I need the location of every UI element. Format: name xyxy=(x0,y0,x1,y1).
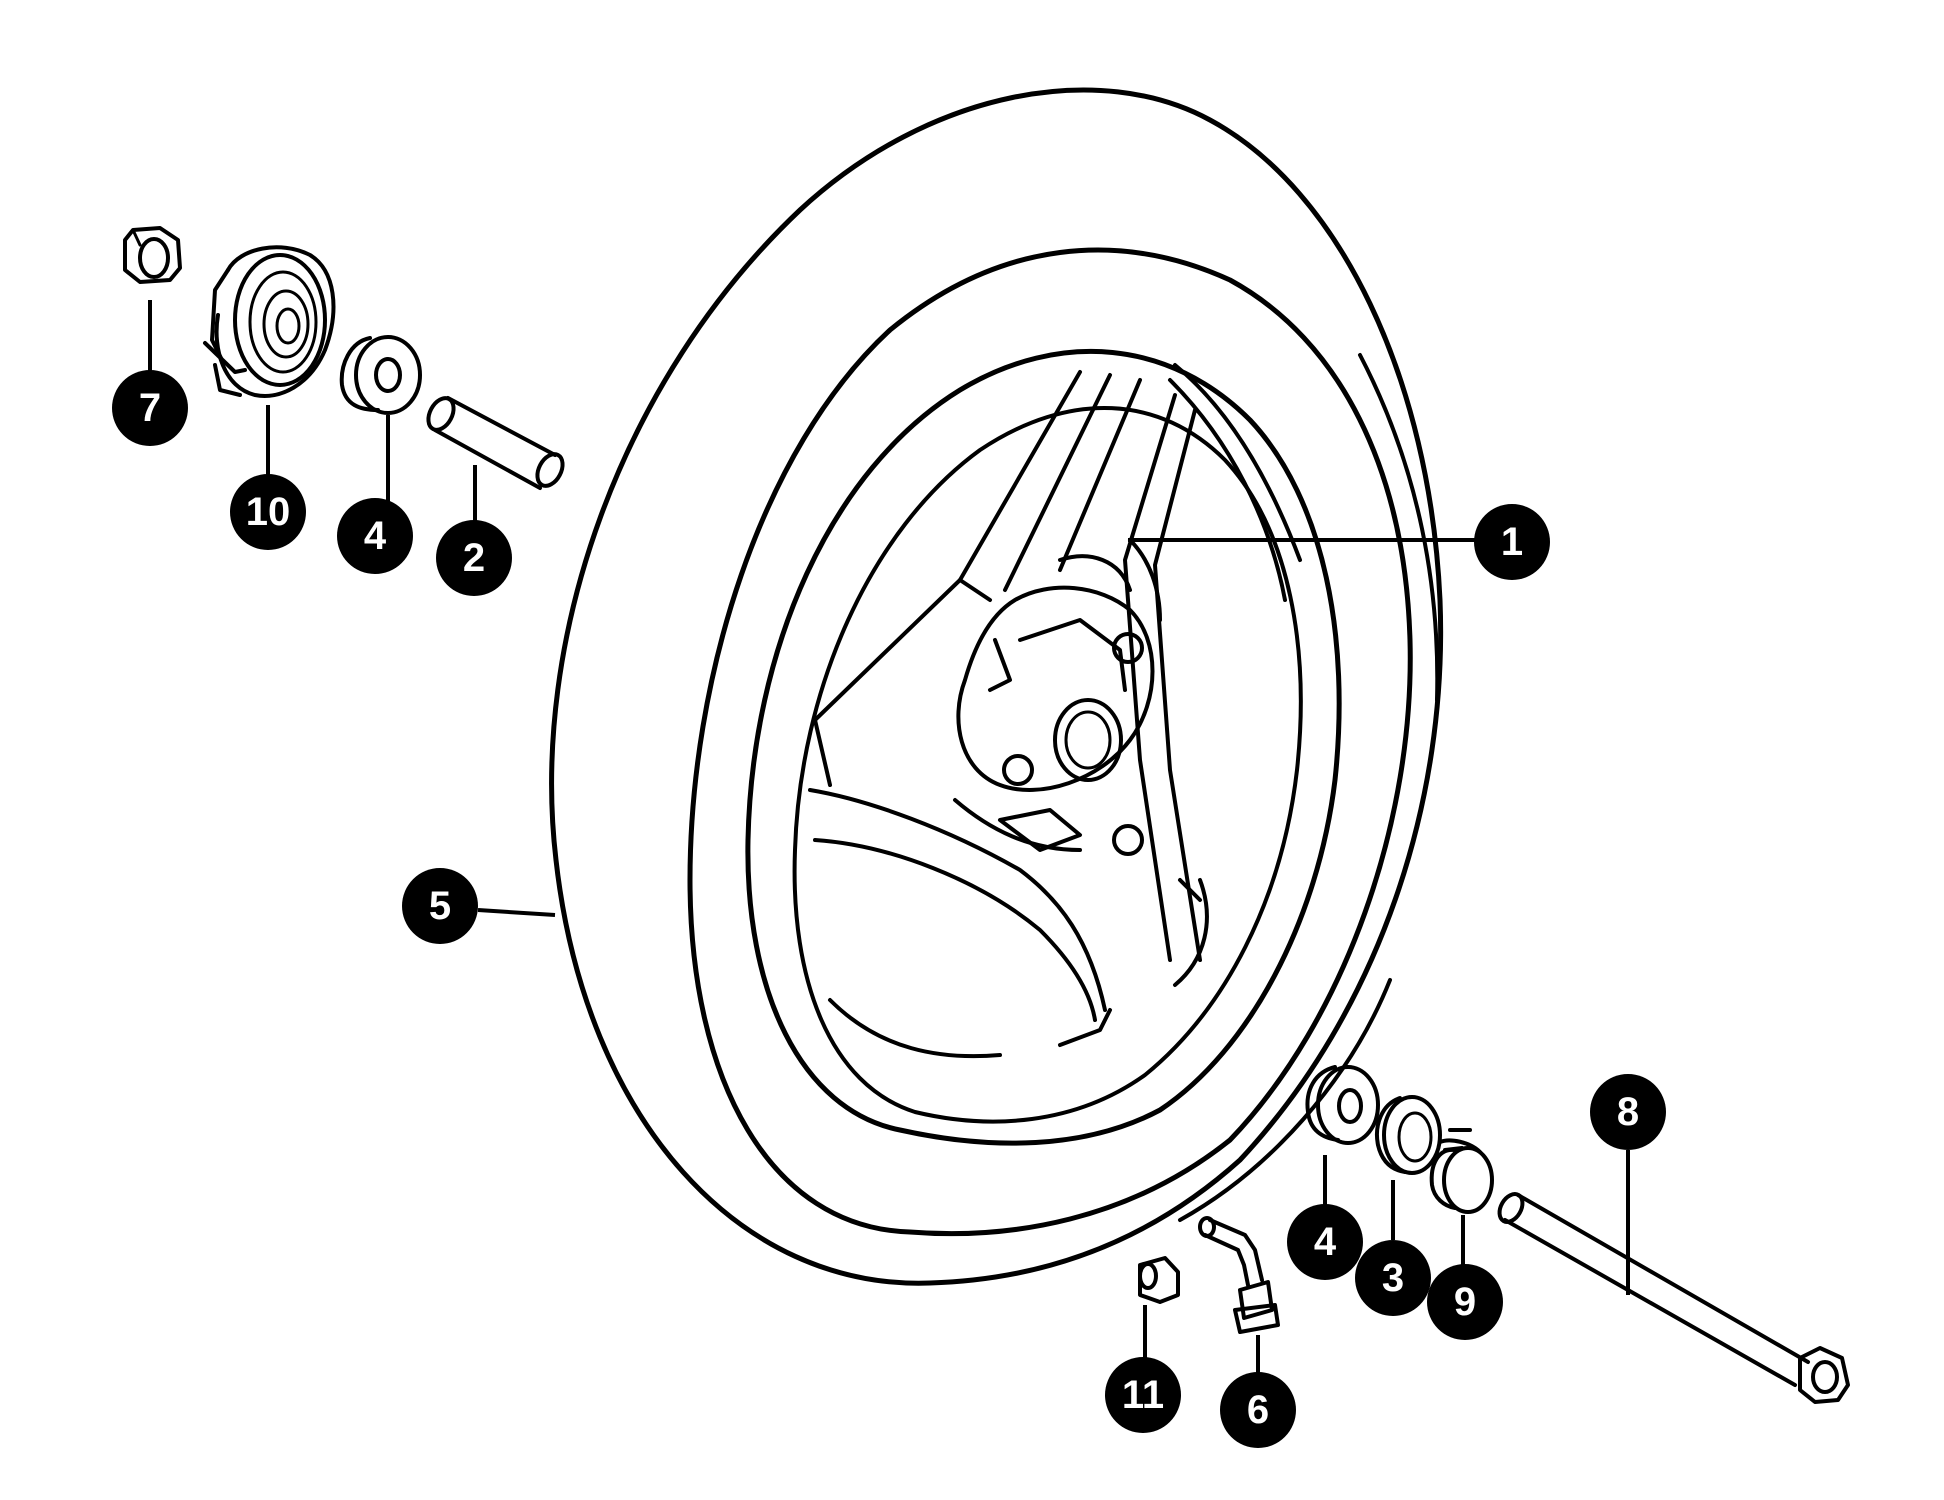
callout-1: 1 xyxy=(1474,504,1550,580)
speedometer-gear-box-drawing xyxy=(203,245,336,398)
callout-4-left-label: 4 xyxy=(364,514,387,558)
callout-11-label: 11 xyxy=(1122,1373,1164,1417)
callout-4-left: 4 xyxy=(337,498,413,574)
callout-6: 6 xyxy=(1220,1372,1296,1448)
callout-8: 8 xyxy=(1590,1074,1666,1150)
spacer-tube-drawing xyxy=(426,396,565,490)
bearing-right-drawing xyxy=(1305,1065,1380,1145)
callout-4-right: 4 xyxy=(1287,1204,1363,1280)
callout-3: 3 xyxy=(1355,1240,1431,1316)
callout-10: 10 xyxy=(230,474,306,550)
callout-5-label: 5 xyxy=(429,884,451,928)
callout-6-label: 6 xyxy=(1247,1388,1269,1432)
callout-11: 11 xyxy=(1105,1357,1181,1433)
valve-cap-drawing xyxy=(1138,1256,1180,1304)
rim-hub xyxy=(953,538,1162,856)
callout-2-label: 2 xyxy=(463,536,485,580)
callout-9: 9 xyxy=(1427,1264,1503,1340)
callout-7: 7 xyxy=(112,370,188,446)
callout-5: 5 xyxy=(402,868,478,944)
rim-spokes xyxy=(808,370,1209,1059)
callout-3-label: 3 xyxy=(1382,1256,1404,1300)
axle-bolt-drawing xyxy=(1497,1192,1850,1404)
callout-8-label: 8 xyxy=(1617,1090,1639,1134)
callout-1-label: 1 xyxy=(1501,520,1523,564)
tire-valve-drawing xyxy=(1198,1216,1280,1334)
tire xyxy=(549,87,1444,1286)
callout-2: 2 xyxy=(436,520,512,596)
axle-nut-drawing xyxy=(123,226,182,284)
callout-10-label: 10 xyxy=(246,490,291,534)
wheel-rim xyxy=(745,348,1342,1146)
oil-seal-drawing xyxy=(1375,1095,1442,1175)
callout-4-right-label: 4 xyxy=(1314,1220,1337,1264)
callout-7-label: 7 xyxy=(139,386,161,430)
callout-9-label: 9 xyxy=(1454,1280,1476,1324)
bearing-left-drawing xyxy=(339,335,422,415)
collar-drawing xyxy=(1429,1128,1494,1214)
